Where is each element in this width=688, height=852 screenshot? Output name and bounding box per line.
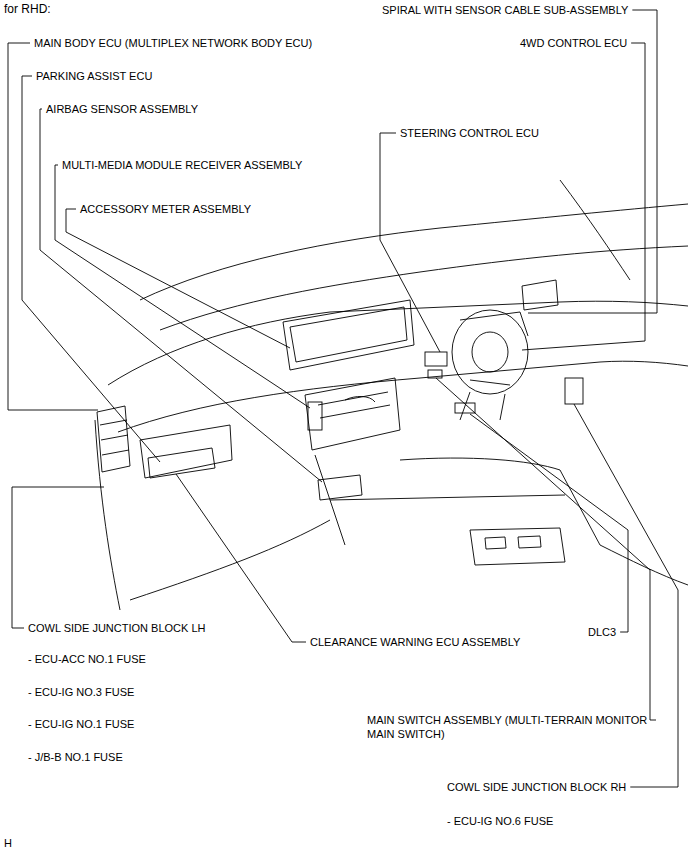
leader-line <box>8 43 98 410</box>
steering-wheel <box>452 310 528 394</box>
part-name: ACCESSORY METER ASSEMBLY <box>80 202 251 216</box>
leader-line <box>176 474 306 642</box>
airbag-sensor <box>318 475 362 500</box>
part-name: COWL SIDE JUNCTION BLOCK LH <box>28 621 205 635</box>
note-text: H <box>4 836 12 850</box>
leader-line <box>528 10 657 313</box>
right-monitor <box>522 280 558 310</box>
display-inner <box>290 307 407 362</box>
left-kick-panel <box>95 420 120 610</box>
leader-line <box>380 133 440 352</box>
part-name: PARKING ASSIST ECU <box>36 69 152 83</box>
dash-lower <box>118 361 688 432</box>
part-name: STEERING CONTROL ECU <box>400 126 539 140</box>
part-name: MAIN SWITCH ASSEMBLY (MULTI-TERRAIN MONI… <box>367 713 652 741</box>
ecu-detail <box>100 420 129 455</box>
note-text: - ECU-IG NO.6 FUSE <box>447 814 553 828</box>
note-text: - ECU-IG NO.3 FUSE <box>28 685 134 699</box>
right-cowl-jb <box>565 378 583 404</box>
main-body-ecu <box>97 406 130 472</box>
rear-seat <box>470 528 565 565</box>
leader-line <box>436 378 656 720</box>
part-name: SPIRAL WITH SENSOR CABLE SUB-ASSEMBLY <box>382 3 628 17</box>
part-name: 4WD CONTROL ECU <box>520 36 627 50</box>
leader-line <box>40 109 322 482</box>
note-text: - ECU-ACC NO.1 FUSE <box>28 652 146 666</box>
part-name: MULTI-MEDIA MODULE RECEIVER ASSEMBLY <box>62 158 302 172</box>
leader-line <box>66 209 290 348</box>
multimedia-receiver <box>308 402 322 430</box>
center-stack <box>305 378 400 450</box>
leader-line <box>55 165 310 408</box>
roof-line <box>140 204 688 300</box>
stack-detail <box>318 392 390 418</box>
spiral-cable <box>460 312 528 385</box>
steering-control-ecu <box>425 352 447 366</box>
leader-line <box>470 414 628 632</box>
main-switch <box>428 370 442 378</box>
glove-box <box>140 425 232 478</box>
note-text: - J/B-B NO.1 FUSE <box>28 750 123 764</box>
part-name: DLC3 <box>588 625 616 639</box>
rear-vents <box>485 536 541 549</box>
right-pillar <box>560 180 630 280</box>
part-name: COWL SIDE JUNCTION BLOCK RH <box>447 780 626 794</box>
leader-line <box>522 43 645 350</box>
part-name: MAIN BODY ECU (MULTIPLEX NETWORK BODY EC… <box>34 36 312 50</box>
clearance-ecu <box>148 448 215 478</box>
note-text: - ECU-IG NO.1 FUSE <box>28 717 134 731</box>
leader-line <box>574 404 678 787</box>
leader-line <box>12 487 104 628</box>
heading: for RHD: <box>4 2 51 16</box>
leader-line <box>22 76 160 462</box>
console <box>315 455 600 545</box>
steering-hub <box>472 332 508 372</box>
part-name: AIRBAG SENSOR ASSEMBLY <box>46 102 198 116</box>
dash-top <box>108 301 688 385</box>
display <box>283 300 414 370</box>
windshield-line <box>160 246 688 330</box>
part-name: CLEARANCE WARNING ECU ASSEMBLY <box>310 635 520 649</box>
floor <box>130 520 688 600</box>
